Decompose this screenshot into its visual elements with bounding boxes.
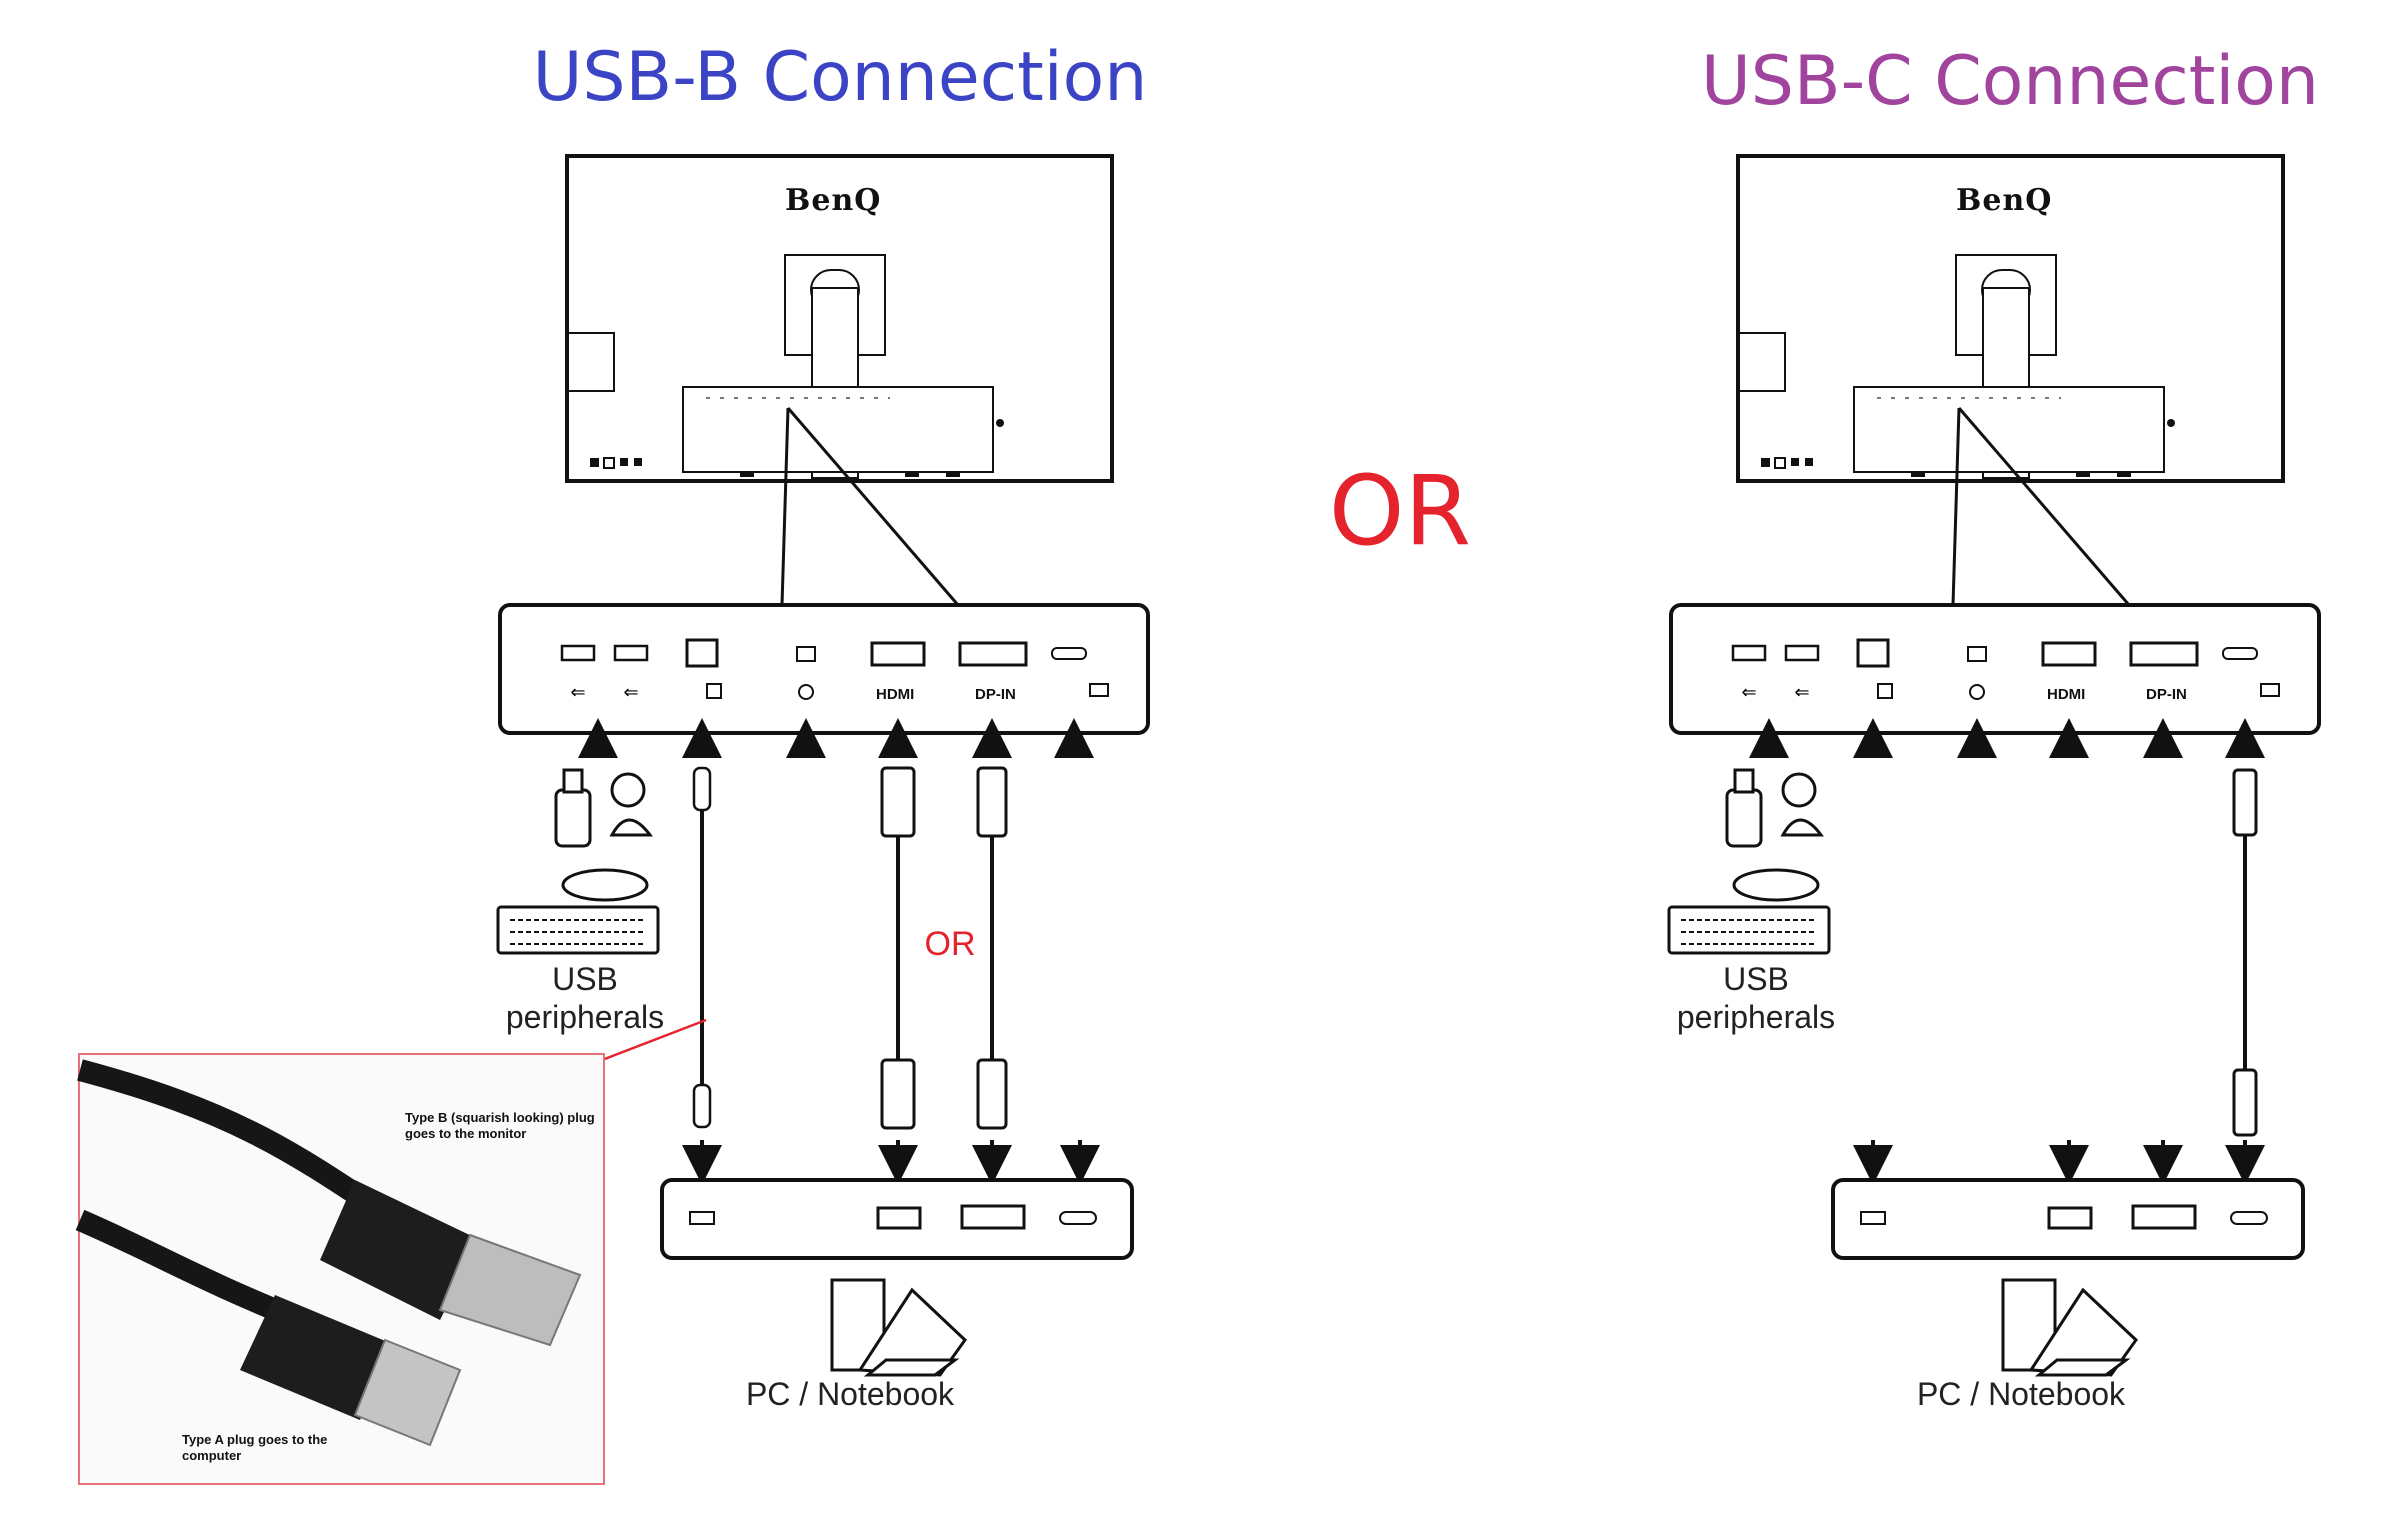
pc-notebook-label-left: PC / Notebook — [745, 1376, 955, 1412]
type-b-plug-icon — [320, 1180, 582, 1347]
up-arrows-right — [1749, 718, 2265, 758]
down-arrows-right — [1853, 1140, 2265, 1185]
usb-c-diagram: ⇐ ⇐ — [1667, 154, 2321, 1377]
usb-b-diagram: ⇐ ⇐ — [75, 154, 1150, 1485]
down-arrows-left — [682, 1140, 1100, 1185]
monitor-brand-left: BenQ — [785, 183, 882, 218]
usb-b-title: USB-B Connection — [532, 38, 1148, 117]
or-divider: OR — [1328, 455, 1472, 567]
type-b-note: Type B (squarish looking) plug goes to t… — [405, 1110, 595, 1141]
type-a-plug-icon — [240, 1295, 462, 1447]
pc-notebook-icon-left — [830, 1278, 967, 1377]
svg-text:⇐: ⇐ — [623, 682, 638, 703]
monitor-back-right — [1736, 154, 2285, 606]
inset-pointer-line — [601, 1018, 707, 1062]
monitor-brand-right: BenQ — [1956, 183, 2053, 218]
type-a-note: Type A plug goes to the computer — [182, 1432, 328, 1463]
usb-peripherals-icons-left — [496, 768, 660, 955]
pc-port-panel-right — [1831, 1178, 2305, 1260]
usb-peripherals-label-right: USB peripherals — [1676, 961, 1836, 1035]
pc-notebook-label-right: PC / Notebook — [1916, 1376, 2126, 1412]
usb-c-cable-right — [2232, 768, 2258, 1137]
port-panel-right: ⇐ ⇐ — [1669, 603, 2321, 735]
svg-text:⇐: ⇐ — [1794, 682, 1809, 703]
svg-text:⇐: ⇐ — [1741, 682, 1756, 703]
hdmi-port-label-right: HDMI — [2047, 686, 2086, 703]
usb-peripherals-label-left: USB peripherals — [505, 961, 665, 1035]
pc-port-panel-left — [660, 1178, 1134, 1260]
cables-left — [692, 766, 1008, 1130]
svg-text:⇐: ⇐ — [570, 682, 585, 703]
usb-peripherals-icons-right — [1667, 768, 1831, 955]
dp-port-label-right: DP-IN — [2146, 686, 2187, 703]
dp-port-label-left: DP-IN — [975, 686, 1016, 703]
monitor-back-left — [565, 154, 1114, 606]
usb-cable-photo-inset — [75, 1053, 605, 1485]
usb-c-title: USB-C Connection — [1701, 42, 2319, 121]
up-arrows-left — [578, 718, 1094, 758]
port-panel-left: ⇐ ⇐ — [498, 603, 1150, 735]
hdmi-port-label-left: HDMI — [876, 686, 915, 703]
hdmi-or-dp-label: OR — [924, 925, 976, 963]
pc-notebook-icon-right — [2001, 1278, 2138, 1377]
